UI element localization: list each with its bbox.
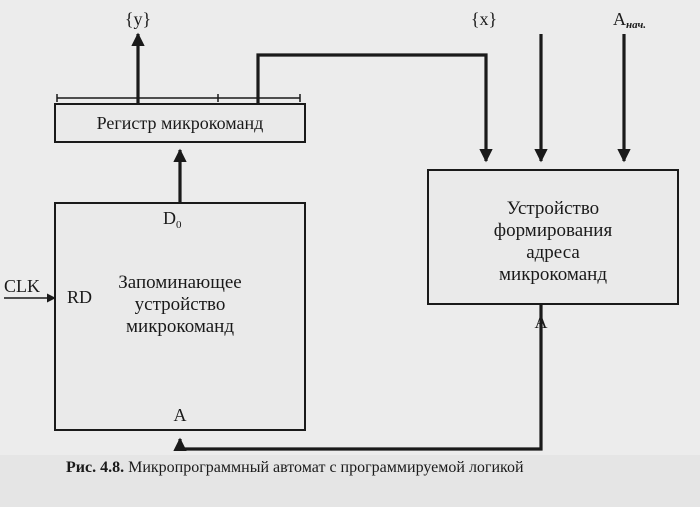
memory-title-line-3: микрокоманд — [126, 316, 234, 337]
address-unit-line-3: адреса — [526, 242, 580, 263]
a-start-label: Aнач. — [613, 9, 646, 31]
memory-title-line-2: устройство — [135, 294, 226, 315]
memory-box — [54, 202, 306, 431]
address-unit-to-memory-arrow — [173, 304, 543, 452]
memory-address-label: A — [174, 405, 187, 425]
clk-label: CLK — [4, 276, 40, 296]
register-to-address-unit-arrow — [256, 53, 493, 163]
memory-output-label: D0 — [163, 208, 182, 231]
address-unit-line-4: микрокоманд — [499, 264, 607, 285]
figure-caption: Рис. 4.8. Микропрограммный автомат с про… — [66, 459, 524, 476]
address-unit-box — [427, 169, 679, 305]
memory-title-line-1: Запоминающее — [118, 272, 242, 293]
x-input-label: {x} — [471, 9, 497, 29]
register-box — [54, 103, 306, 143]
register-bit-marks — [56, 94, 301, 102]
y-output-label: {y} — [125, 9, 151, 29]
address-unit-line-1: Устройство — [507, 198, 599, 219]
address-unit-line-2: формирования — [494, 220, 613, 241]
register-label: Регистр микрокоманд — [97, 113, 264, 133]
background-texture — [0, 455, 700, 507]
memory-read-label: RD — [67, 287, 92, 307]
